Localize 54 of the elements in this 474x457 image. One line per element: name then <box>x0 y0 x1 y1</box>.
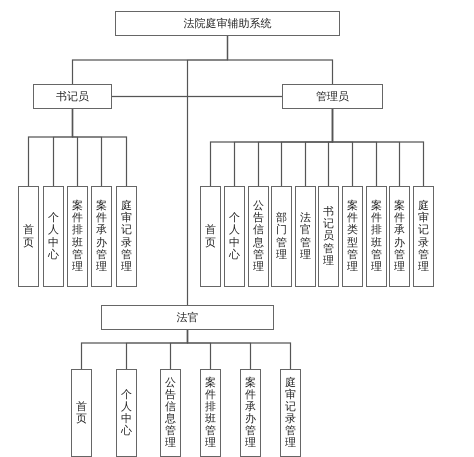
role-box <box>115 11 340 36</box>
module-box <box>318 186 339 287</box>
module-box <box>224 186 245 287</box>
module-box <box>200 369 221 457</box>
node-label: 庭审记录管理 <box>121 200 132 273</box>
module-box <box>295 186 316 287</box>
node-label: 公告信息管理 <box>165 376 176 450</box>
connector-line <box>186 330 292 369</box>
module-box <box>280 369 301 457</box>
module-box <box>240 369 261 457</box>
node-label: 首页 <box>205 224 216 249</box>
role-box <box>282 84 383 109</box>
node-label: 首页 <box>76 400 87 426</box>
node-label: 案件承办管理 <box>96 200 107 273</box>
node-label: 法官 <box>176 310 198 325</box>
node-label: 案件排班管理 <box>371 200 382 273</box>
role-box <box>101 305 274 330</box>
module-box <box>67 186 88 287</box>
module-box <box>366 186 387 287</box>
node-label: 案件承办管理 <box>245 376 256 450</box>
node-label: 个人中心 <box>229 212 240 261</box>
module-box <box>271 186 292 287</box>
node-label: 庭审记录管理 <box>418 200 429 273</box>
role-box <box>33 84 112 109</box>
connector-line <box>186 36 228 305</box>
node-label: 首页 <box>23 224 34 249</box>
module-box <box>413 186 434 287</box>
module-box <box>91 186 112 287</box>
module-box <box>71 369 92 457</box>
node-label: 书记员 <box>56 89 89 104</box>
node-label: 书记员管理 <box>323 206 334 267</box>
node-label: 法院庭审辅助系统 <box>184 16 272 31</box>
node-label: 案件类型管理 <box>347 200 358 273</box>
module-box <box>389 186 410 287</box>
node-label: 法官管理 <box>300 212 311 261</box>
node-label: 部门管理 <box>276 212 287 261</box>
node-label: 个人中心 <box>48 212 59 261</box>
node-label: 案件排班管理 <box>205 376 216 450</box>
module-box <box>43 186 64 287</box>
module-box <box>116 186 137 287</box>
node-label: 案件排班管理 <box>72 200 83 273</box>
module-box <box>18 186 39 287</box>
module-box <box>116 369 137 457</box>
node-label: 公告信息管理 <box>253 200 264 273</box>
node-label: 庭审记录管理 <box>285 376 296 450</box>
module-box <box>248 186 269 287</box>
connector-line <box>112 96 282 98</box>
node-label: 管理员 <box>316 89 349 104</box>
module-box <box>200 186 221 287</box>
node-label: 案件承办管理 <box>394 200 405 273</box>
connector-line <box>72 109 128 186</box>
module-box <box>342 186 363 287</box>
module-box <box>160 369 181 457</box>
node-label: 个人中心 <box>121 388 132 438</box>
